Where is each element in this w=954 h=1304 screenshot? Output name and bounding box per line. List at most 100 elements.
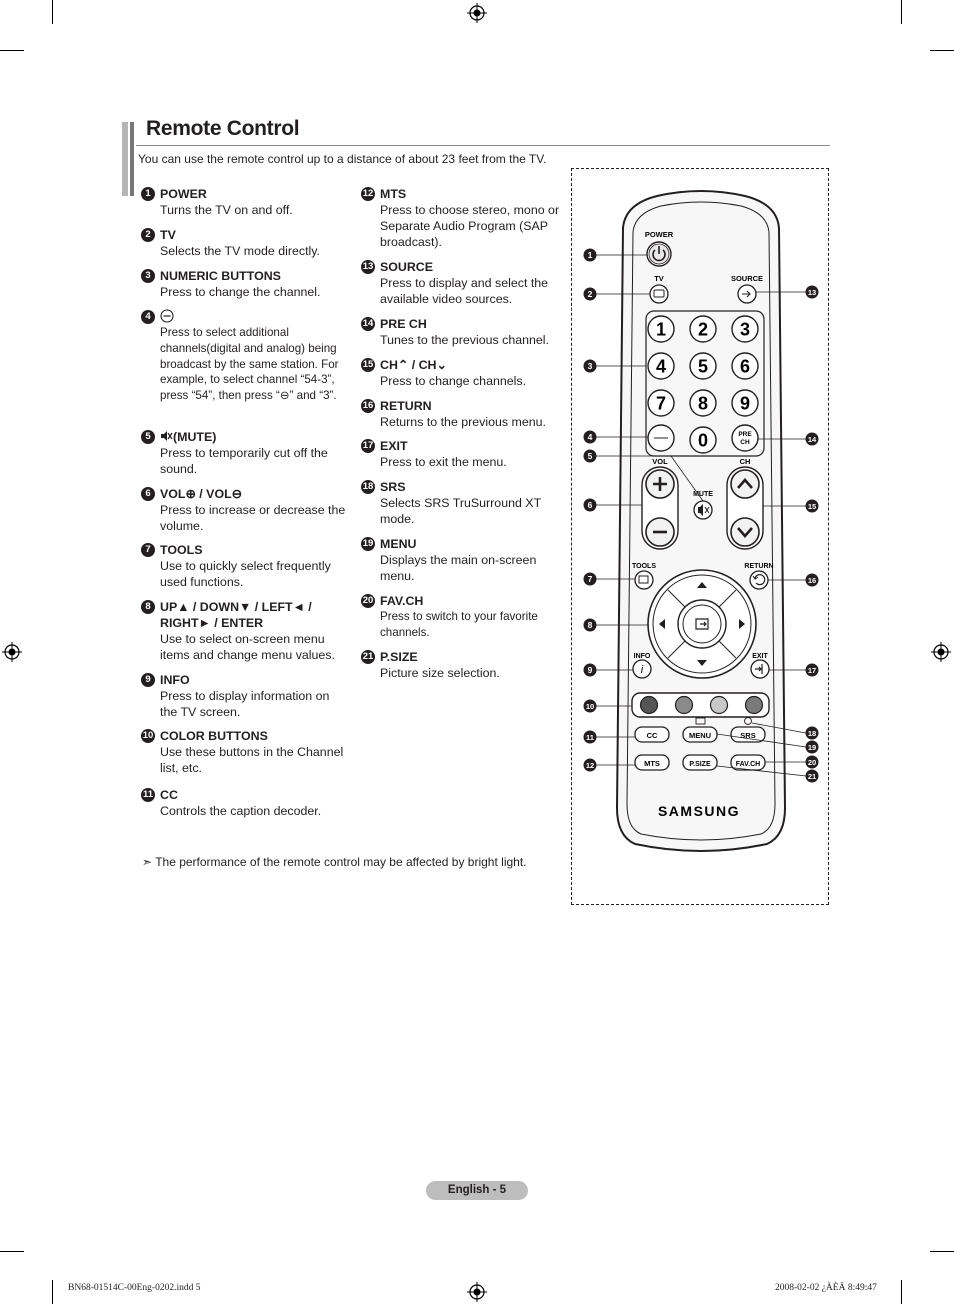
mts-label: MTS xyxy=(644,759,660,768)
item-name: MTS xyxy=(380,187,407,201)
power-button[interactable] xyxy=(646,241,672,267)
item-name: INFO xyxy=(160,673,190,687)
item-name: TOOLS xyxy=(160,543,203,557)
item-description: Press to increase or decrease the volume… xyxy=(160,503,346,533)
svg-text:17: 17 xyxy=(808,666,816,675)
pre-ch-label-1: PRE xyxy=(738,431,752,438)
mts-button[interactable]: MTS xyxy=(634,754,670,771)
svg-text:15: 15 xyxy=(808,502,816,511)
digit-button-2[interactable]: 2 xyxy=(689,315,717,343)
color-button-3[interactable] xyxy=(709,695,729,715)
digit-button-4[interactable]: 4 xyxy=(647,352,675,380)
registration-mark-icon xyxy=(467,1282,487,1302)
srs-icon xyxy=(744,717,752,725)
item-description: Press to select additional channels(digi… xyxy=(160,326,339,403)
item-description: Turns the TV on and off. xyxy=(160,203,293,217)
intro-text: You can use the remote control up to a d… xyxy=(138,152,547,166)
srs-button[interactable]: SRS xyxy=(730,726,766,743)
item-number: 4 xyxy=(141,310,155,324)
svg-text:12: 12 xyxy=(586,761,594,770)
item-name: FAV.CH xyxy=(380,594,424,608)
item-name: COLOR BUTTONS xyxy=(160,729,268,743)
digit-label: 4 xyxy=(656,357,666,377)
digit-button-1[interactable]: 1 xyxy=(647,315,675,343)
svg-text:1: 1 xyxy=(588,250,593,260)
color-button-2[interactable] xyxy=(674,695,694,715)
item-name: (MUTE) xyxy=(160,429,216,445)
callout-number: 1 xyxy=(583,248,597,262)
callout-number: 16 xyxy=(805,573,819,587)
crop-mark xyxy=(930,50,954,51)
item-number: 8 xyxy=(141,600,155,614)
callout-lines xyxy=(596,254,807,777)
item-number: 18 xyxy=(361,480,375,494)
item-number: 13 xyxy=(361,260,375,274)
digit-button-0[interactable]: 0 xyxy=(689,426,717,454)
navigation-pad[interactable] xyxy=(647,569,757,679)
return-button[interactable] xyxy=(749,570,769,590)
tools-button[interactable] xyxy=(634,570,654,590)
dash-button[interactable] xyxy=(647,424,675,452)
menu-button[interactable]: MENU xyxy=(682,726,718,743)
callout-number: 21 xyxy=(805,769,819,783)
numpad-frame xyxy=(645,310,765,457)
chevron-up-icon xyxy=(737,478,753,489)
digit-button-7[interactable]: 7 xyxy=(647,389,675,417)
arrow-right-icon xyxy=(739,619,745,629)
color-button-4[interactable] xyxy=(744,695,764,715)
svg-text:6: 6 xyxy=(588,500,593,510)
remote-illustration-frame xyxy=(571,168,829,905)
crop-mark xyxy=(52,0,53,24)
svg-text:3: 3 xyxy=(588,361,593,371)
callout-number: 10 xyxy=(583,699,597,713)
digit-button-5[interactable]: 5 xyxy=(689,352,717,380)
item-number: 21 xyxy=(361,650,375,664)
item-name xyxy=(160,309,174,325)
digit-button-6[interactable]: 6 xyxy=(731,352,759,380)
color-button-1[interactable] xyxy=(639,695,659,715)
minus-circle-icon xyxy=(160,309,174,323)
callout-number: 3 xyxy=(583,359,597,373)
source-button[interactable] xyxy=(737,284,757,304)
callout-number: 17 xyxy=(805,663,819,677)
item-number: 7 xyxy=(141,543,155,557)
mute-label: MUTE xyxy=(693,491,713,498)
svg-text:10: 10 xyxy=(586,702,594,711)
svg-text:20: 20 xyxy=(808,758,816,767)
pre-ch-button[interactable]: PRE CH xyxy=(731,424,759,452)
title-accent-bar xyxy=(130,122,134,196)
tv-button[interactable] xyxy=(649,284,669,304)
item-description: Use to quickly select frequently used fu… xyxy=(160,559,331,589)
item-number: 17 xyxy=(361,439,375,453)
crop-mark xyxy=(901,0,902,24)
item-number: 11 xyxy=(141,788,155,802)
fav-ch-button[interactable]: FAV.CH xyxy=(730,754,766,771)
title-accent-bar xyxy=(122,122,128,196)
item-number: 9 xyxy=(141,673,155,687)
digit-button-9[interactable]: 9 xyxy=(731,389,759,417)
digit-button-3[interactable]: 3 xyxy=(731,315,759,343)
mute-button[interactable] xyxy=(693,500,713,520)
item-name: P.SIZE xyxy=(380,650,418,664)
title-divider xyxy=(136,145,830,146)
p-size-button[interactable]: P.SIZE xyxy=(682,754,718,771)
svg-text:14: 14 xyxy=(808,435,817,444)
item-number: 14 xyxy=(361,317,375,331)
return-icon xyxy=(754,574,766,586)
digit-label: 3 xyxy=(740,320,750,340)
callout-number: 2 xyxy=(583,287,597,301)
callout-number: 5 xyxy=(583,449,597,463)
digit-label: 0 xyxy=(698,431,708,451)
info-button[interactable]: i xyxy=(632,659,652,679)
svg-text:19: 19 xyxy=(808,743,816,752)
chevron-down-icon xyxy=(737,527,753,538)
item-description: Use these buttons in the Channel list, e… xyxy=(160,745,344,775)
exit-button[interactable] xyxy=(750,659,770,679)
fav-ch-label: FAV.CH xyxy=(736,761,761,768)
item-description: Press to change the channel. xyxy=(160,285,321,299)
item-name: UP▲ / DOWN▼ / LEFT◄ / RIGHT► / ENTER xyxy=(160,600,312,630)
cc-button[interactable]: CC xyxy=(634,726,670,743)
digit-button-8[interactable]: 8 xyxy=(689,389,717,417)
item-description: Tunes to the previous channel. xyxy=(380,333,549,347)
tv-icon xyxy=(653,289,665,298)
